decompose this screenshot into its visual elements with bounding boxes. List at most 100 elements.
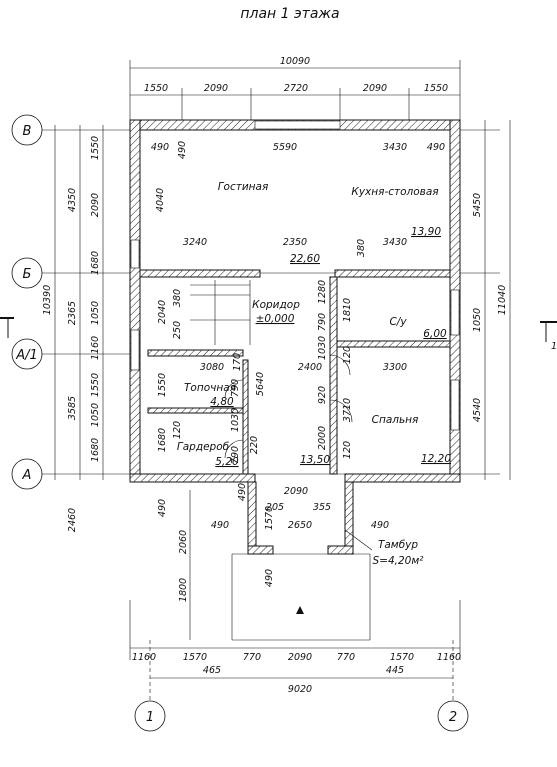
dim-left-b4: 2460 — [67, 508, 78, 532]
dim-left-a5: 1160 — [90, 336, 101, 360]
dim-porch-490-mid: 490 — [211, 520, 229, 531]
room-living: Гостиная — [218, 181, 269, 193]
room-wardrobe-area: 5,20 — [215, 456, 239, 468]
axis-bubble-b — [11, 257, 43, 289]
dim-i-1810: 1810 — [342, 298, 353, 322]
dim-left-a6: 1550 — [90, 373, 101, 397]
dim-left-a3: 1680 — [90, 251, 101, 275]
dim-i-1280: 1280 — [317, 280, 328, 304]
dim-i-205: 205 — [266, 502, 284, 513]
dim-i-2650: 2650 — [288, 520, 312, 531]
dim-i-3710: 3710 — [342, 398, 353, 422]
room-bedroom-area: 12,20 — [421, 453, 451, 465]
axis-bubble-a — [11, 458, 43, 490]
dim-i-4040: 4040 — [155, 188, 166, 212]
walls — [129, 119, 461, 641]
room-boiler-area: 4,80 — [210, 396, 234, 408]
dim-overall-bottom: 9020 — [288, 684, 312, 695]
dim-i-490a: 490 — [151, 142, 169, 153]
room-vestibule-area: S=4,20м² — [373, 555, 425, 567]
dim-i-1570: 1570 — [264, 506, 275, 530]
inner-dimensions: 490 490 5590 3430 490 4040 3240 2350 380… — [151, 141, 445, 531]
dim-left-b1: 4350 — [67, 188, 78, 212]
dim-i-2400: 2400 — [298, 362, 322, 373]
dim-i-3430b: 3430 — [383, 237, 407, 248]
dim-left-a8: 1680 — [90, 438, 101, 462]
dim-right-3: 4540 — [472, 398, 483, 422]
axis-bubble-a1 — [11, 338, 43, 370]
dim-i-790a: 790 — [317, 313, 328, 331]
dim-i-2040: 2040 — [157, 300, 168, 324]
dim-left-b3: 3585 — [67, 396, 78, 420]
axis-markers: В Б А/1 А 1 2 — [11, 114, 469, 732]
dim-porch-2060: 2060 — [178, 530, 189, 554]
dim-bottom-6: 1570 — [390, 652, 414, 663]
dim-i-1550: 1550 — [157, 373, 168, 397]
room-corridor-level: ±0,000 — [256, 313, 295, 325]
right-dimensions: 11040 5450 1050 4540 — [472, 120, 511, 480]
dim-i-250: 250 — [172, 321, 183, 339]
dim-top-1: 1550 — [144, 83, 168, 94]
room-kitchen: Кухня-столовая — [351, 186, 438, 198]
dim-i-1030a: 1030 — [317, 336, 328, 360]
left-dimensions: 10390 4350 2365 3585 2460 1550 2090 1680… — [42, 125, 104, 532]
dim-i-220: 220 — [249, 436, 260, 454]
dim-i-790b: 790 — [230, 379, 241, 397]
axis-bubble-1 — [134, 700, 166, 732]
dim-i-120a: 120 — [172, 421, 183, 439]
room-boiler: Топочная — [184, 382, 236, 394]
room-corridor: Коридор — [252, 299, 300, 311]
dim-i-490c: 490 — [427, 142, 445, 153]
room-wc-area: 6,00 — [423, 328, 447, 340]
dim-i-790c: 790 — [230, 446, 241, 464]
porch-dimensions: 490 2060 1800 490 490 490 — [157, 490, 389, 640]
dim-i-1680: 1680 — [157, 428, 168, 452]
dim-left-b2: 2365 — [67, 301, 78, 325]
dim-left-a7: 1050 — [90, 403, 101, 427]
dim-i-1030b: 1030 — [230, 408, 241, 432]
dim-i-3240: 3240 — [183, 237, 207, 248]
dim-right-2: 1050 — [472, 308, 483, 332]
axis-lines — [42, 129, 500, 700]
dim-i-3300: 3300 — [383, 362, 407, 373]
dim-porch-490-v: 490 — [264, 569, 275, 587]
dim-top-2: 2090 — [204, 83, 228, 94]
room-kitchen-area: 13,90 — [411, 226, 441, 238]
dim-left-a1: 1550 — [90, 136, 101, 160]
dim-left-a2: 2090 — [90, 193, 101, 217]
dim-i-920: 920 — [317, 386, 328, 404]
dim-right-1: 5450 — [472, 193, 483, 217]
dim-bottom-3: 770 — [243, 652, 261, 663]
section-mark-label: 1 — [551, 341, 557, 352]
dim-porch-1800: 1800 — [178, 578, 189, 602]
axis-label-a1: А/1 — [15, 348, 38, 363]
dim-right-overall: 11040 — [497, 285, 508, 315]
dim-i-120c: 120 — [342, 441, 353, 459]
dim-i-3430a: 3430 — [383, 142, 407, 153]
dim-top-5: 1550 — [424, 83, 448, 94]
top-dimensions: 10090 1550 2090 2720 2090 1550 — [129, 56, 461, 130]
dim-i-3080: 3080 — [200, 362, 224, 373]
dim-bottom-sub-1: 465 — [203, 665, 221, 676]
room-bedroom: Спальня — [372, 414, 419, 426]
axis-label-1: 1 — [146, 710, 154, 725]
dim-i-355: 355 — [313, 502, 331, 513]
dim-i-490: 490 — [237, 483, 248, 501]
axis-label-2: 2 — [449, 710, 457, 725]
dim-bottom-sub-2: 445 — [386, 665, 404, 676]
room-vestibule: Тамбур — [378, 539, 418, 551]
dim-bottom-5: 770 — [337, 652, 355, 663]
plan-title: план 1 этажа — [240, 6, 339, 22]
dim-i-2090: 2090 — [284, 486, 308, 497]
dim-porch-490-right: 490 — [371, 520, 389, 531]
dim-i-5590: 5590 — [273, 142, 297, 153]
room-wc: С/у — [389, 316, 407, 328]
section-marks: 1 — [0, 317, 557, 352]
dim-bottom-2: 1570 — [183, 652, 207, 663]
dim-left-overall: 10390 — [42, 285, 53, 315]
axis-bubble-v — [11, 114, 43, 146]
dim-top-4: 2090 — [363, 83, 387, 94]
bottom-dimensions: 1160 1570 770 2090 770 1570 1160 465 445… — [129, 600, 461, 695]
dim-i-380a: 380 — [356, 239, 367, 257]
